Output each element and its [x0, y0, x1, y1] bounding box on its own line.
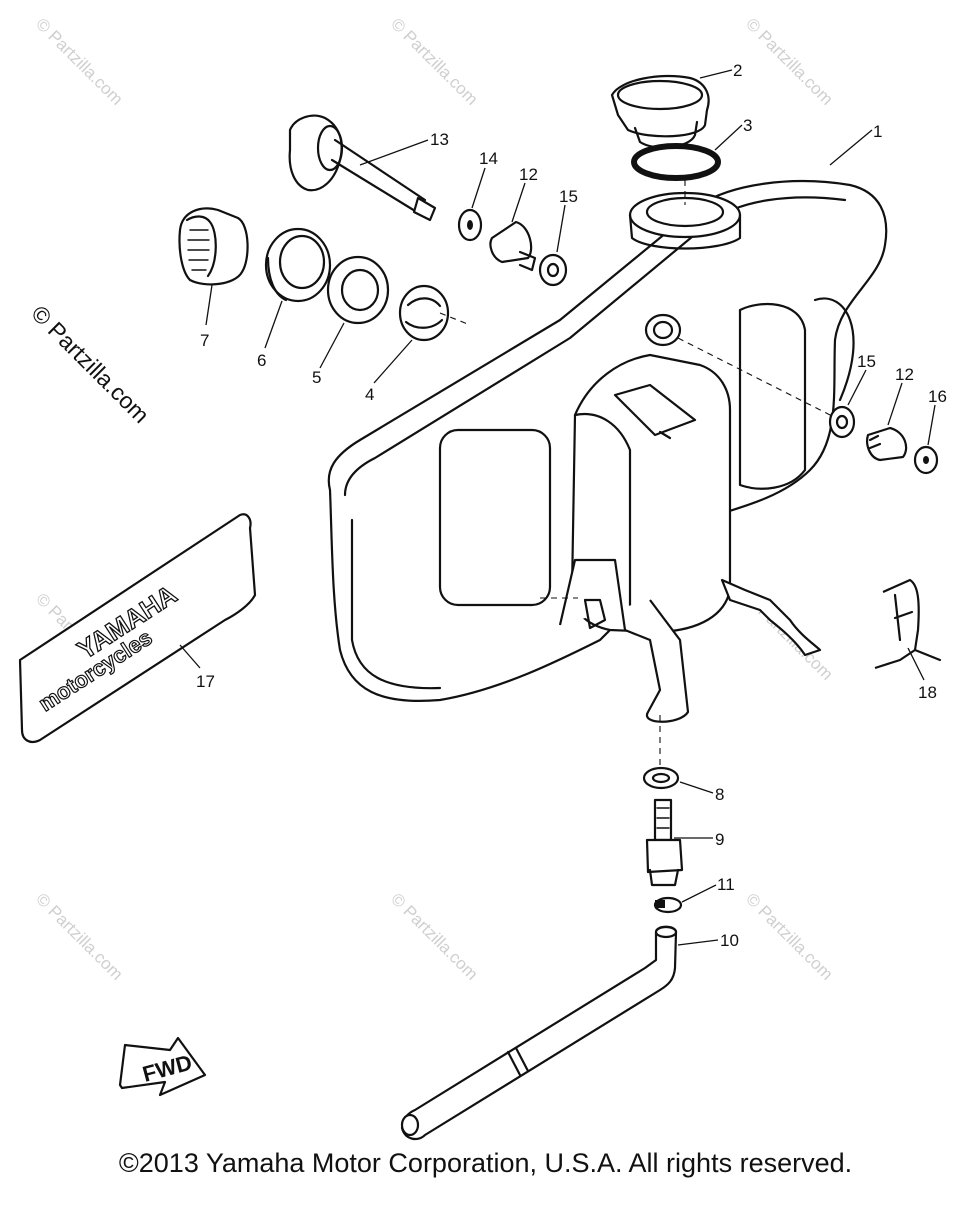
washer-lower: [642, 766, 680, 790]
union-bolt: [489, 220, 537, 272]
watermark: © Partzilla.com: [387, 889, 481, 983]
callouts: 1 2 3 13 14 12 15 7 6 5 4 15 12 16 17 18…: [196, 61, 947, 950]
callout-2: 2: [733, 61, 742, 80]
washer: [457, 208, 483, 242]
filler-cap: [610, 74, 710, 149]
callout-16: 16: [928, 387, 947, 406]
callout-4: 4: [365, 385, 374, 404]
callout-12-right: 12: [895, 365, 914, 384]
front-direction-arrow: FWD: [118, 1036, 207, 1097]
gasket-end: [913, 445, 939, 475]
copyright-notice: ©2013 Yamaha Motor Corporation, U.S.A. A…: [118, 1148, 853, 1178]
callout-13: 13: [430, 130, 449, 149]
watermark: © Partzilla.com: [32, 889, 126, 983]
watermark: © Partzilla.com: [742, 14, 836, 108]
oil-hose: [400, 925, 678, 1141]
watermark: © Partzilla.com: [387, 14, 481, 108]
strainer-housing: [264, 227, 332, 303]
watermark-side: © Partzilla.com: [26, 300, 154, 428]
callout-17: 17: [196, 672, 215, 691]
gasket: [538, 253, 568, 287]
callout-18: 18: [918, 683, 937, 702]
callout-11: 11: [717, 875, 735, 894]
gasket-right: [828, 405, 856, 439]
clip: [874, 578, 942, 670]
watermark: © Partzilla.com: [32, 14, 126, 108]
callout-5: 5: [312, 368, 321, 387]
callout-12: 12: [519, 165, 538, 184]
callout-3: 3: [743, 116, 752, 135]
strainer-cap: [178, 207, 249, 286]
hose-fitting: [645, 798, 684, 887]
oil-level-gauge: [288, 114, 437, 222]
callout-15-right: 15: [857, 352, 876, 371]
decal: YAMAHA motorcycles: [18, 513, 257, 744]
callout-10: 10: [720, 931, 739, 950]
union-bolt-right: [866, 426, 908, 462]
callout-6: 6: [257, 351, 266, 370]
callout-14: 14: [479, 149, 498, 168]
o-ring: [326, 255, 390, 325]
leader-lines: [179, 69, 936, 946]
callout-1: 1: [873, 122, 882, 141]
strainer-element: [398, 284, 471, 342]
oil-tank-body: [327, 180, 888, 765]
hose-clamp: [653, 896, 683, 914]
callout-7: 7: [200, 331, 209, 350]
callout-15: 15: [559, 187, 578, 206]
watermark: © Partzilla.com: [742, 889, 836, 983]
filler-cap-gasket: [631, 143, 721, 181]
callout-9: 9: [715, 830, 724, 849]
callout-8: 8: [715, 785, 724, 804]
